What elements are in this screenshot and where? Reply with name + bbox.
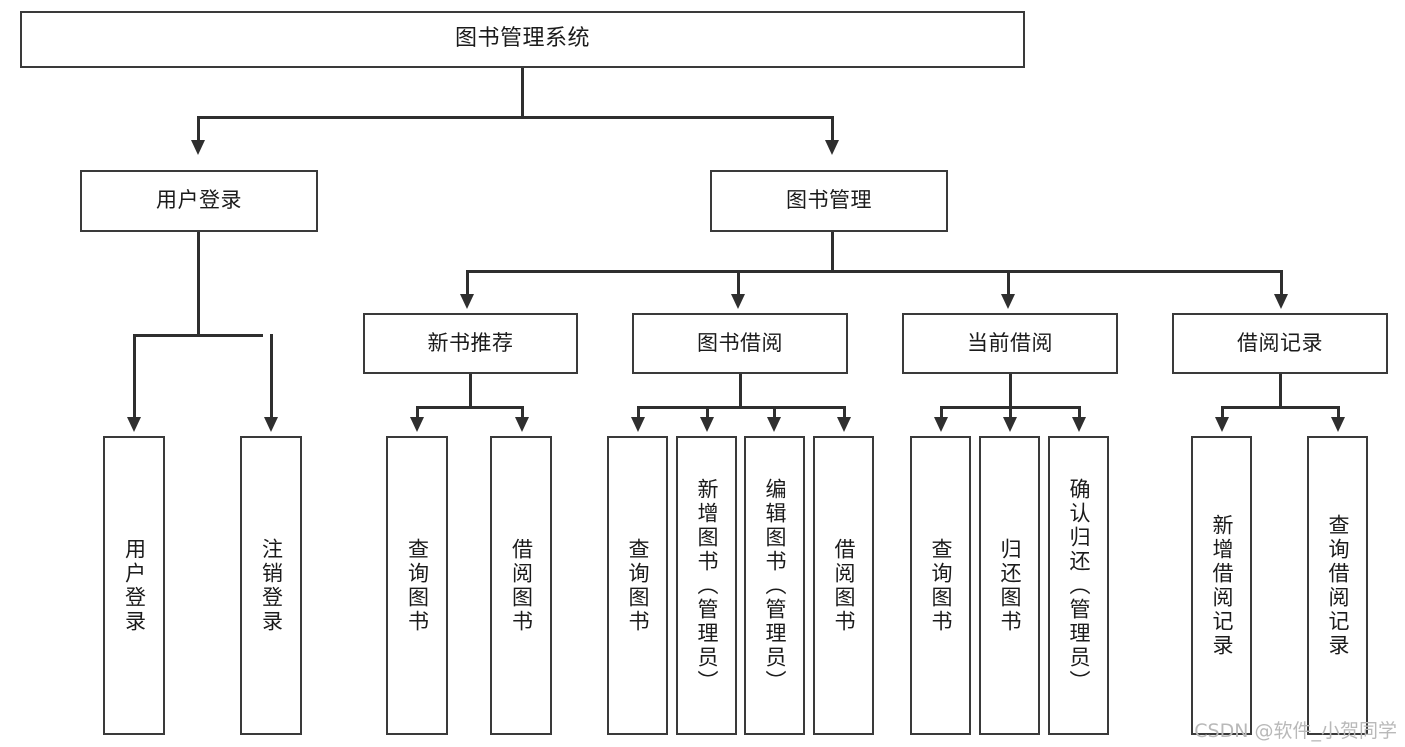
node-borrow-record[interactable]: 借阅记录 [1172, 313, 1388, 374]
node-label: 新增借阅记录 [1210, 513, 1234, 658]
node-label: 用户登录 [122, 537, 147, 634]
connector-root-stem [521, 68, 524, 116]
node-label: 用户登录 [156, 188, 242, 213]
arrow-current-borrow-leaf-2 [1003, 417, 1017, 432]
leaf-book-borrow-edit-book[interactable]: 编辑图书（管理员） [744, 436, 805, 735]
connector-new-book-drop-2 [521, 406, 524, 418]
leaf-borrow-record-query-record[interactable]: 查询借阅记录 [1307, 436, 1368, 735]
node-label: 图书管理 [786, 188, 872, 213]
arrow-user-login-leaf-1 [127, 417, 141, 432]
connector-book-mgmt-drop-3 [1007, 270, 1010, 296]
node-label: 归还图书 [998, 537, 1022, 634]
arrow-root-to-book-mgmt [825, 140, 839, 155]
connector-borrow-record-stem [1279, 374, 1282, 408]
arrow-root-to-user-login [191, 140, 205, 155]
connector-user-login-drop-1 [133, 334, 136, 418]
arrow-book-mgmt-child-4 [1274, 294, 1288, 309]
connector-current-borrow-stem [1009, 374, 1012, 408]
node-current-borrow[interactable]: 当前借阅 [902, 313, 1118, 374]
connector-book-borrow-drop-2 [706, 406, 709, 418]
connector-borrow-record-drop-2 [1337, 406, 1340, 418]
connector-root-to-user-login [197, 116, 200, 142]
connector-book-borrow-stem [739, 374, 742, 408]
arrow-book-mgmt-child-1 [460, 294, 474, 309]
connector-book-mgmt-stem [831, 232, 834, 270]
connector-book-mgmt-bus [466, 270, 1282, 273]
connector-user-login-drop-2 [270, 334, 273, 418]
leaf-book-borrow-add-book[interactable]: 新增图书（管理员） [676, 436, 737, 735]
node-new-book-recommend[interactable]: 新书推荐 [363, 313, 578, 374]
node-book-management[interactable]: 图书管理 [710, 170, 948, 232]
node-label: 查询图书 [626, 537, 650, 634]
node-root-system[interactable]: 图书管理系统 [20, 11, 1025, 68]
connector-book-borrow-bus [637, 406, 845, 409]
connector-new-book-stem [469, 374, 472, 408]
arrow-user-login-leaf-2 [264, 417, 278, 432]
node-book-borrow[interactable]: 图书借阅 [632, 313, 848, 374]
arrow-book-mgmt-child-3 [1001, 294, 1015, 309]
connector-book-mgmt-drop-4 [1280, 270, 1283, 296]
leaf-new-book-borrow-book[interactable]: 借阅图书 [490, 436, 552, 735]
leaf-new-book-query-book[interactable]: 查询图书 [386, 436, 448, 735]
connector-user-login-bus [133, 334, 263, 337]
leaf-book-borrow-query-book[interactable]: 查询图书 [607, 436, 668, 735]
arrow-borrow-record-leaf-2 [1331, 417, 1345, 432]
leaf-book-borrow-borrow-book[interactable]: 借阅图书 [813, 436, 874, 735]
node-label: 查询图书 [929, 537, 953, 634]
arrow-borrow-record-leaf-1 [1215, 417, 1229, 432]
node-label: 新增图书（管理员） [695, 477, 719, 694]
connector-book-borrow-drop-3 [773, 406, 776, 418]
connector-current-borrow-drop-1 [940, 406, 943, 418]
connector-new-book-drop-1 [416, 406, 419, 418]
connector-new-book-bus [416, 406, 523, 409]
node-label: 编辑图书（管理员） [763, 477, 787, 694]
connector-user-login-stem [197, 232, 200, 334]
arrow-current-borrow-leaf-1 [934, 417, 948, 432]
arrow-current-borrow-leaf-3 [1072, 417, 1086, 432]
arrow-book-mgmt-child-2 [731, 294, 745, 309]
arrow-new-book-leaf-1 [410, 417, 424, 432]
node-label: 当前借阅 [967, 330, 1053, 355]
node-user-login[interactable]: 用户登录 [80, 170, 318, 232]
leaf-borrow-record-add-record[interactable]: 新增借阅记录 [1191, 436, 1252, 735]
node-label: 借阅图书 [832, 537, 856, 634]
node-label: 查询图书 [405, 537, 430, 634]
leaf-user-login-login[interactable]: 用户登录 [103, 436, 165, 735]
arrow-new-book-leaf-2 [515, 417, 529, 432]
node-label: 注销登录 [259, 537, 284, 634]
connector-current-borrow-drop-3 [1078, 406, 1081, 418]
connector-book-mgmt-drop-2 [737, 270, 740, 296]
connector-root-bus [197, 116, 833, 119]
node-label: 图书管理系统 [454, 26, 590, 52]
arrow-book-borrow-leaf-3 [767, 417, 781, 432]
leaf-current-borrow-return-book[interactable]: 归还图书 [979, 436, 1040, 735]
node-label: 新书推荐 [427, 330, 514, 355]
node-label: 确认归还（管理员） [1067, 477, 1091, 694]
connector-book-borrow-drop-1 [637, 406, 640, 418]
leaf-current-borrow-query-book[interactable]: 查询图书 [910, 436, 971, 735]
connector-book-mgmt-drop-1 [466, 270, 469, 296]
arrow-book-borrow-leaf-1 [631, 417, 645, 432]
connector-borrow-record-drop-1 [1221, 406, 1224, 418]
leaf-user-login-logout[interactable]: 注销登录 [240, 436, 302, 735]
arrow-book-borrow-leaf-2 [700, 417, 714, 432]
leaf-current-borrow-confirm-return[interactable]: 确认归还（管理员） [1048, 436, 1109, 735]
connector-borrow-record-bus [1221, 406, 1339, 409]
connector-book-borrow-drop-4 [843, 406, 846, 418]
node-label: 图书借阅 [697, 330, 783, 355]
node-label: 查询借阅记录 [1326, 513, 1350, 658]
connector-root-to-book-mgmt [831, 116, 834, 142]
node-label: 借阅记录 [1237, 330, 1323, 355]
node-label: 借阅图书 [509, 537, 534, 634]
arrow-book-borrow-leaf-4 [837, 417, 851, 432]
connector-current-borrow-drop-2 [1009, 406, 1012, 418]
